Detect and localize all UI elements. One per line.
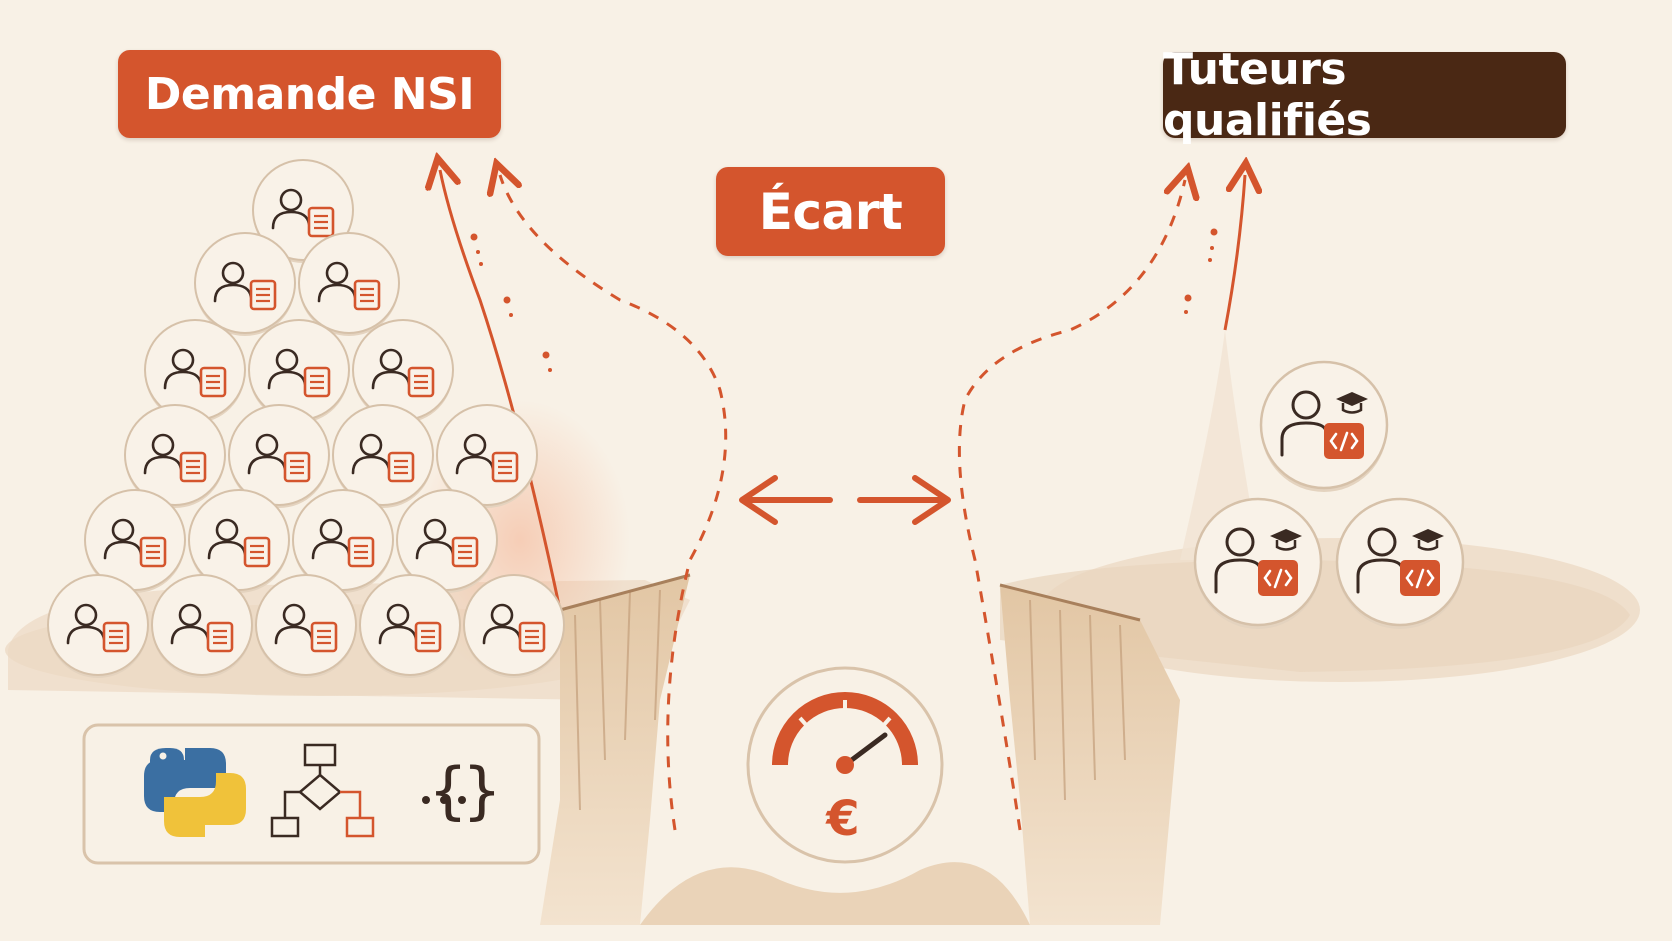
student-icon [247,433,287,475]
gap-width-arrow [739,475,951,525]
gap-boundary-right [957,175,1245,831]
student-token [188,489,290,593]
student-icon [371,348,411,390]
document-icon [206,621,234,653]
student-icon [163,348,203,390]
document-icon [179,451,207,483]
document-icon [518,621,546,653]
student-icon [207,518,247,560]
document-icon [310,621,338,653]
student-icon [274,603,314,645]
student-token [332,404,434,508]
gauge-currency-symbol: € [825,791,859,847]
right-plateau [1000,330,1640,682]
svg-text:}: } [463,754,500,827]
document-icon [303,366,331,398]
student-token [194,232,296,336]
braces-ellipsis-icon: { } [422,754,501,827]
code-badge-icon [1400,560,1440,596]
student-icon [143,433,183,475]
gap-boundary-left [440,170,728,831]
document-icon [387,451,415,483]
student-token [298,232,400,336]
tutor-person-icon [1280,390,1328,457]
student-token [359,574,461,678]
demand-pyramid [47,159,565,678]
tutor-person-icon [1356,527,1404,594]
tutor-token [1193,497,1323,629]
gap-label: Écart [716,167,945,256]
right-cliff [999,583,1180,925]
student-icon [415,518,455,560]
document-icon [451,536,479,568]
student-token [252,159,354,263]
student-icon [66,603,106,645]
code-badge-icon [1258,560,1298,596]
canyon-floor [640,862,1030,925]
document-icon [249,279,277,311]
cost-gauge-icon: € [746,666,944,864]
student-token [151,574,253,678]
student-token [352,319,454,423]
tutors-label: Tuteurs qualifiés [1163,44,1566,146]
skills-panel: { } [82,723,541,865]
tutor-person-icon [1214,527,1262,594]
student-token [144,319,246,423]
document-icon [491,451,519,483]
left-cliff [540,573,691,925]
student-icon [378,603,418,645]
tutor-group [1193,360,1465,629]
student-icon [311,518,351,560]
code-badge-icon [1324,423,1364,459]
student-token [292,489,394,593]
document-icon [243,536,271,568]
python-logo-icon [144,748,246,837]
student-icon [103,518,143,560]
document-icon [407,366,435,398]
student-icon [351,433,391,475]
student-icon [455,433,495,475]
student-icon [267,348,307,390]
student-icon [317,261,357,303]
document-icon [347,536,375,568]
document-icon [283,451,311,483]
student-token [436,404,538,508]
demand-label: Demande NSI [118,50,501,138]
tutor-token [1335,497,1465,629]
graduation-cap-icon [1336,392,1368,414]
tutor-token [1259,360,1389,492]
flowchart-icon [270,743,375,838]
student-token [84,489,186,593]
student-token [248,319,350,423]
student-token [463,574,565,678]
student-token [47,574,149,678]
document-icon [139,536,167,568]
student-token [255,574,357,678]
svg-text:{: { [429,754,466,827]
document-icon [414,621,442,653]
graduation-cap-icon [1412,529,1444,551]
student-token [396,489,498,593]
student-token [228,404,330,508]
graduation-cap-icon [1270,529,1302,551]
document-icon [353,279,381,311]
document-icon [307,206,335,238]
student-token [124,404,226,508]
document-icon [102,621,130,653]
student-icon [213,261,253,303]
document-icon [199,366,227,398]
student-icon [170,603,210,645]
student-icon [271,188,311,230]
student-icon [482,603,522,645]
